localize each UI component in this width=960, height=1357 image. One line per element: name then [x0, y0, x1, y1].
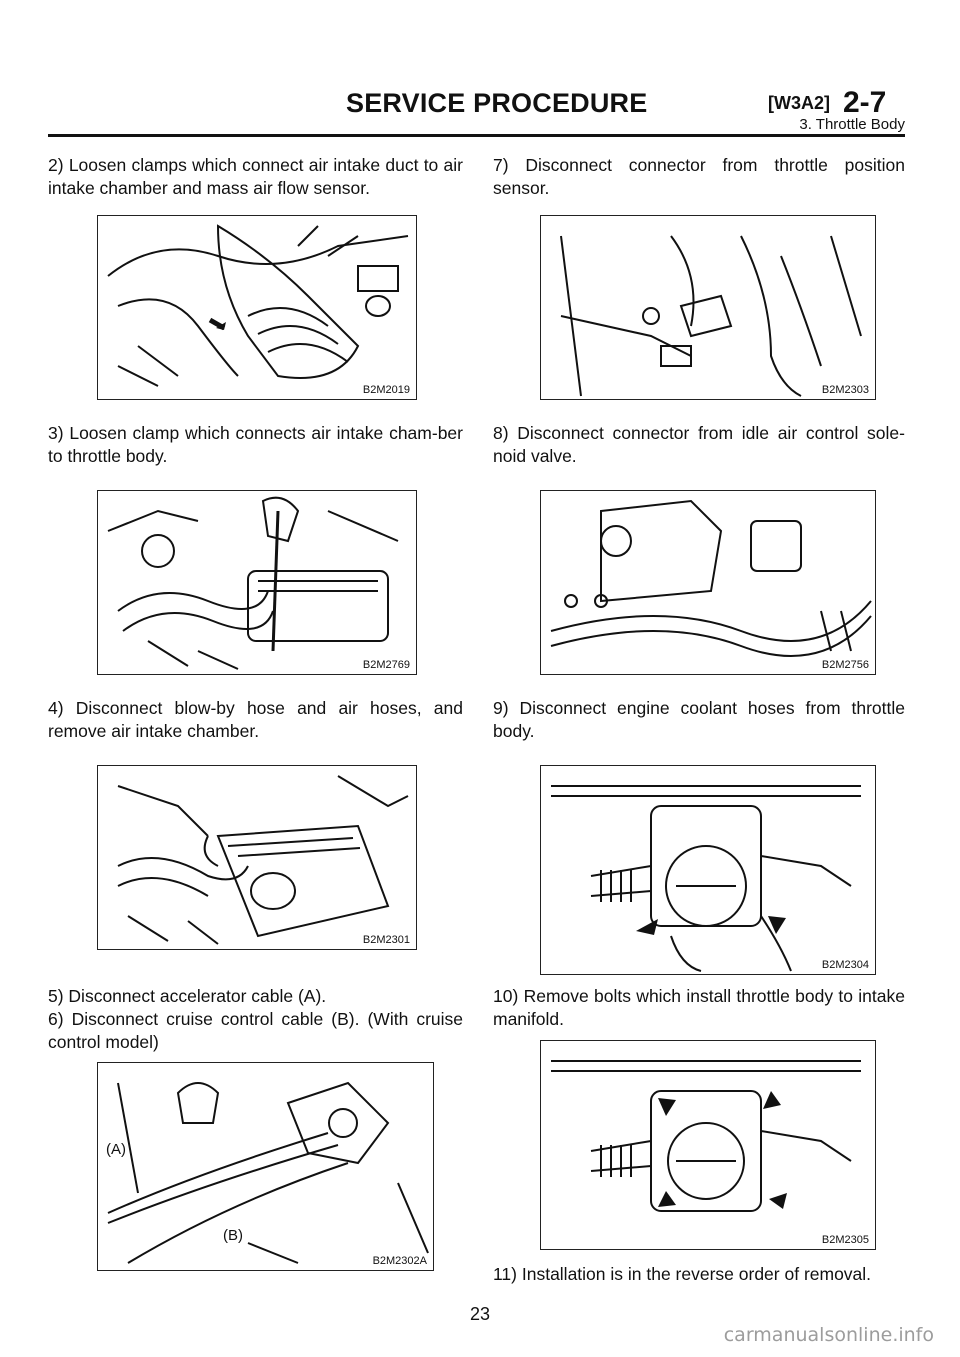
accelerator-cruise-cable-illustration [107, 1081, 429, 1264]
label-b: (B) [223, 1227, 243, 1244]
figure-code: B2M2769 [360, 659, 412, 671]
step-3-text: 3) Loosen clamp which connects air intak… [48, 423, 463, 466]
figure-b2m2305: B2M2305 [540, 1040, 876, 1250]
section-number: 2-7 [843, 86, 887, 119]
label-a: (A) [106, 1141, 126, 1158]
throttle-position-connector-illustration [560, 235, 862, 397]
coolant-hoses-illustration [551, 785, 861, 972]
figure-b2m2756: B2M2756 [540, 490, 876, 675]
page-title: SERVICE PROCEDURE [346, 88, 648, 118]
step-8-text: 8) Disconnect connector from idle air co… [493, 423, 905, 466]
figure-b2m2302a: (A) (B) B2M2302A [97, 1062, 434, 1271]
figure-b2m2303: B2M2303 [540, 215, 876, 400]
intake-chamber-clamp-illustration [107, 496, 399, 670]
figure-code: B2M2302A [370, 1255, 429, 1267]
step-5-text: 5) Disconnect accelerator cable (A). [48, 986, 327, 1006]
step-6-text: 6) Disconnect cruise control cable (B). … [48, 1009, 463, 1052]
figure-code: B2M2305 [819, 1234, 871, 1246]
page-number: 23 [469, 1304, 491, 1324]
step-10-text: 10) Remove bolts which install throttle … [493, 986, 905, 1029]
figure-b2m2019: B2M2019 [97, 215, 417, 400]
air-intake-chamber-removal-illustration [117, 775, 409, 945]
step-9-text: 9) Disconnect engine coolant hoses from … [493, 698, 905, 741]
air-intake-duct-illustration [107, 224, 409, 387]
watermark: carmanualsonline.info [723, 1324, 934, 1346]
idle-air-control-valve-illustration [550, 499, 872, 657]
section-subtitle: 3. Throttle Body [799, 116, 905, 133]
figure-code: B2M2756 [819, 659, 871, 671]
header-rule [48, 134, 905, 137]
figure-code: B2M2301 [360, 934, 412, 946]
figure-b2m2301: B2M2301 [97, 765, 417, 950]
figure-b2m2769: B2M2769 [97, 490, 417, 675]
figure-code: B2M2304 [819, 959, 871, 971]
figure-code: B2M2019 [360, 384, 412, 396]
step-7-text: 7) Disconnect connector from throttle po… [493, 155, 905, 198]
section-code: [W3A2] [768, 93, 830, 113]
throttle-body-bolts-illustration [551, 1060, 861, 1212]
step-2-text: 2) Loosen clamps which connect air intak… [48, 155, 463, 198]
step-4-text: 4) Disconnect blow-by hose and air hoses… [48, 698, 463, 741]
step-11-text: 11) Installation is in the reverse order… [493, 1264, 872, 1284]
figure-b2m2304: B2M2304 [540, 765, 876, 975]
figure-code: B2M2303 [819, 384, 871, 396]
